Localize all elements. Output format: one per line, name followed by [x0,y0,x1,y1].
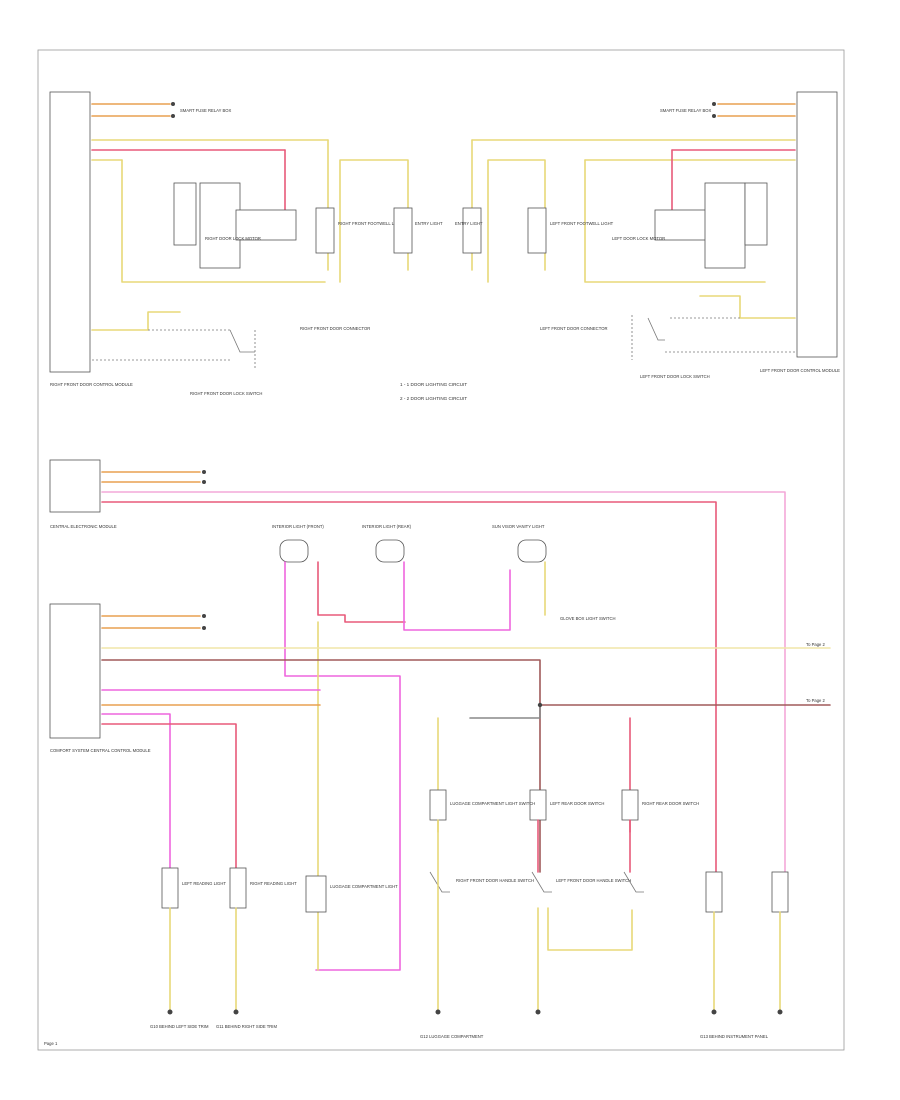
page-label: Page 1 [44,1041,58,1046]
top-right-connector-wires [471,102,796,161]
right-footwell-light [527,207,547,254]
connector-ref-1: To Page 2 [806,642,826,647]
left-footwell-light [315,207,335,254]
ground-4-label: G13 BEHIND INSTRUMENT PANEL [700,1034,769,1039]
right-entry-light [462,207,482,254]
glove-switch-label: GLOVE BOX LIGHT SWITCH [560,616,616,621]
left-lock-motor [173,182,197,246]
vanity-light [517,539,547,563]
right-lock-motor [744,182,768,246]
right-connector-label: LEFT FRONT DOOR CONNECTOR [540,326,607,331]
body-module-wires [101,614,831,873]
ground-3-label: G12 LUGGAGE COMPARTMENT [420,1034,484,1039]
note-1: 1 - 1 DOOR LIGHTING CIRCUIT [400,382,467,387]
left-mirror-label: LEFT REAR DOOR SWITCH [550,801,604,806]
left-lock-motor-housing [199,182,241,269]
central-module-label: CENTRAL ELECTRONIC MODULE [50,524,117,529]
reading-light-right-label: RIGHT READING LIGHT [250,881,297,886]
left-entry-light [393,207,413,254]
right-door-module-block [796,91,838,358]
lower-devices [161,789,789,913]
right-door-module-label: LEFT FRONT DOOR CONTROL MODULE [760,368,840,373]
connector-ref-2: To Page 2 [806,698,826,703]
body-module-label: COMFORT SYSTEM CENTRAL CONTROL MODULE [50,748,151,753]
central-module-block [49,459,101,513]
lower-wires [169,819,781,1011]
top-left-connector-wires [91,102,329,161]
right-mirror-label: RIGHT REAR DOOR SWITCH [642,801,699,806]
body-control-module-block [49,603,101,739]
ground-1-label: G10 BEHIND LEFT SIDE TRIM [150,1024,209,1029]
lower-switches [429,871,644,893]
reading-light-left-label: LEFT READING LIGHT [182,881,226,886]
right-lock-switch-wires [631,295,796,360]
fuse-top-left-label: SMART FUSE RELAY BOX [180,108,232,113]
luggage-light-label: LUGGAGE COMPARTMENT LIGHT [330,884,398,889]
ground-symbols [167,1009,783,1015]
left-lock-module-box [235,209,297,241]
right-light-label: LEFT FRONT FOOTWELL LIGHT [550,221,614,226]
trunk-switch-label: LUGGAGE COMPARTMENT LIGHT SWITCH [450,801,535,806]
interior-light-1-label: INTERIOR LIGHT (FRONT) [272,524,324,529]
interior-light-rear [375,539,405,563]
switch-left-lower-label: RIGHT FRONT DOOR HANDLE SWITCH [456,878,534,883]
note-2: 2 - 2 DOOR LIGHTING CIRCUIT [400,396,467,401]
fuse-top-right-label: SMART FUSE RELAY BOX [660,108,712,113]
central-module-wires [101,470,786,873]
interior-light-front [279,539,309,563]
left-switch-label: RIGHT FRONT DOOR LOCK SWITCH [190,391,262,396]
left-lock-switch-wires [91,311,256,370]
left-door-module-label: RIGHT FRONT DOOR CONTROL MODULE [50,382,133,387]
left-light-label: RIGHT FRONT FOOTWELL LIGHT [338,221,404,226]
left-entry-label: ENTRY LIGHT [415,221,443,226]
right-entry-label: ENTRY LIGHT [455,221,483,226]
diagram-border [37,49,845,1051]
left-door-module-block [49,91,91,373]
ground-2-label: G11 BEHIND RIGHT SIDE TRIM [216,1024,277,1029]
right-switch-label: LEFT FRONT DOOR LOCK SWITCH [640,374,710,379]
vanity-light-label: SUN VISOR VANITY LIGHT [492,524,545,529]
right-lock-motor-housing [704,182,746,269]
switch-right-lower-label: LEFT FRONT DOOR HANDLE SWITCH [556,878,631,883]
interior-light-2-label: INTERIOR LIGHT (REAR) [362,524,412,529]
left-connector-label: RIGHT FRONT DOOR CONNECTOR [300,326,370,331]
right-motor-label: LEFT DOOR LOCK MOTOR [612,236,665,241]
left-motor-label: RIGHT DOOR LOCK MOTOR [205,236,261,241]
